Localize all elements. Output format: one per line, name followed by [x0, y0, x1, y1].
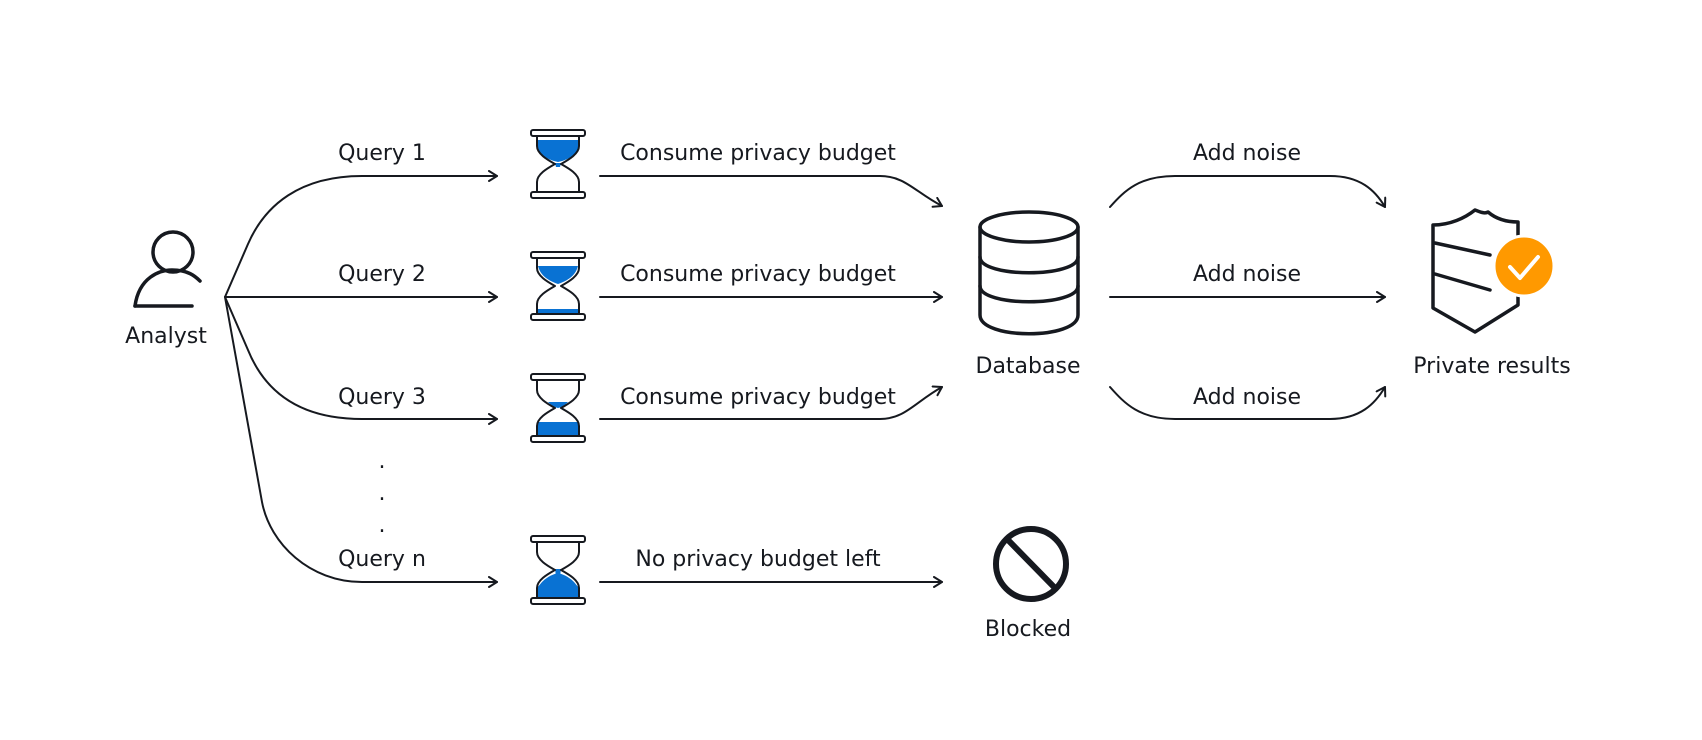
noise-1-arrow — [1109, 175, 1387, 208]
blocked-label: Blocked — [985, 617, 1071, 642]
budget-1-label: Consume privacy budget — [620, 141, 896, 166]
query-n-arrow — [224, 296, 498, 588]
hourglass-icon — [530, 251, 586, 321]
budget-n-label: No privacy budget left — [635, 547, 881, 572]
shield-check-icon — [1431, 208, 1556, 334]
noise-1-label: Add noise — [1193, 141, 1301, 166]
hourglass-icon — [530, 535, 586, 605]
ellipsis-dot: . — [379, 513, 386, 538]
hourglass-icon — [530, 129, 586, 199]
noise-3-label: Add noise — [1193, 385, 1301, 410]
noise-2-label: Add noise — [1193, 262, 1301, 287]
user-icon — [133, 230, 202, 308]
budget-1-arrow — [599, 175, 943, 208]
budget-3-label: Consume privacy budget — [620, 385, 896, 410]
query-connectors — [224, 170, 498, 588]
ellipsis-dot: . — [379, 481, 386, 506]
ellipsis-dot: . — [379, 449, 386, 474]
private-results-label: Private results — [1413, 354, 1570, 379]
budget-3-arrow — [599, 385, 943, 420]
analyst-label: Analyst — [125, 324, 207, 349]
query-3-arrow — [224, 296, 498, 425]
database-label: Database — [976, 354, 1081, 379]
noise-3-arrow — [1109, 386, 1387, 420]
database-icon — [978, 210, 1080, 336]
budget-2-label: Consume privacy budget — [620, 262, 896, 287]
hourglass-icon — [530, 373, 586, 443]
noise-connectors — [1109, 175, 1387, 420]
query-3-label: Query 3 — [338, 385, 426, 410]
query-n-label: Query n — [338, 547, 426, 572]
query-1-arrow — [224, 170, 498, 298]
query-1-label: Query 1 — [338, 141, 426, 166]
query-2-label: Query 2 — [338, 262, 426, 287]
prohibited-icon — [993, 526, 1069, 602]
budget-connectors — [599, 175, 943, 588]
